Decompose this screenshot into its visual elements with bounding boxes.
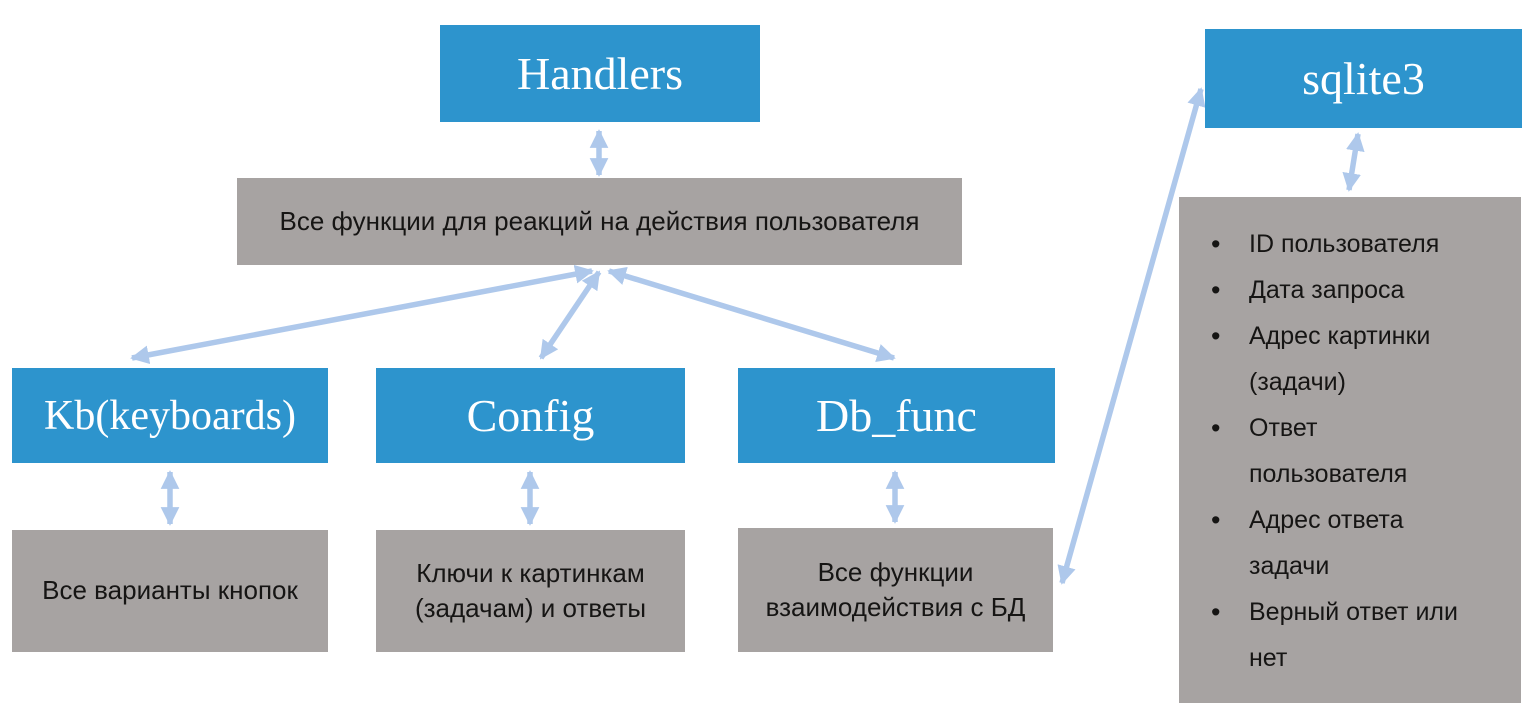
kb-description-panel: Все варианты кнопок [12,530,328,652]
config-node: Config [376,368,685,463]
kb-description-text: Все варианты кнопок [42,575,298,606]
kb-keyboards-node: Kb(keyboards) [12,368,328,463]
config-node-label: Config [466,390,595,441]
sqlite3-fields-panel: ID пользователя Дата запроса Адрес карти… [1179,197,1521,703]
handlers-node-label: Handlers [516,48,684,99]
db-func-node: Db_func [738,368,1055,463]
list-item: Верный ответ или нет [1211,589,1501,681]
config-description-panel: Ключи к картинкам (задачам) и ответы [376,530,685,652]
arrow-handlers-dbfunc [607,266,896,363]
sqlite3-node: sqlite3 [1205,29,1522,128]
kb-keyboards-node-label: Kb(keyboards) [44,392,296,439]
db-func-description-panel: Все функции взаимодействия с БД [738,528,1053,652]
arrow-handlers-kb [130,264,594,365]
handlers-description-text: Все функции для реакций на действия поль… [279,205,920,236]
list-item: Ответ пользователя [1211,405,1501,497]
config-description-text: Ключи к картинкам (задачам) и ответы [414,557,647,623]
list-item: Адрес картинки (задачи) [1211,313,1501,405]
handlers-node: Handlers [440,25,760,122]
db-func-node-label: Db_func [816,390,977,441]
arrow-handlers-config [538,270,602,360]
db-func-description-text: Все функции взаимодействия с БД [765,556,1026,622]
list-item: Дата запроса [1211,267,1501,313]
sqlite3-node-label: sqlite3 [1302,53,1425,104]
arrow-sqlite-fields [1342,132,1365,192]
list-item: ID пользователя [1211,221,1501,267]
list-item: Адрес ответа задачи [1211,497,1501,589]
sqlite3-fields-list: ID пользователя Дата запроса Адрес карти… [1179,221,1521,681]
handlers-description-panel: Все функции для реакций на действия поль… [237,178,962,265]
